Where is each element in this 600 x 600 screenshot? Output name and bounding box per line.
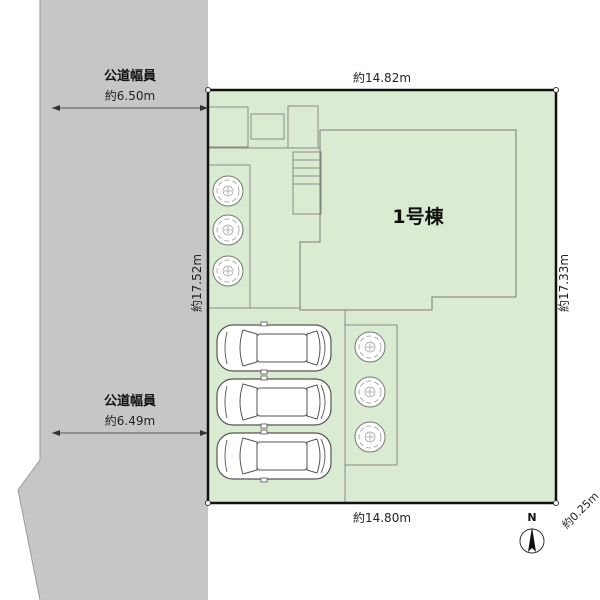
compass-north-label: N (527, 511, 536, 524)
dimension-corner: 約0.25m (559, 489, 600, 532)
road-title-top: 公道幅員 (104, 68, 156, 84)
boundary-corner-markers (205, 87, 559, 506)
road-title-bottom: 公道幅員 (104, 393, 156, 409)
road-edge-line-lower (17, 459, 41, 600)
road-width-label-bottom: 約6.49m (105, 413, 155, 428)
road-width-label-top: 約6.50m (105, 88, 155, 103)
tree-icon (354, 331, 386, 363)
public-road (18, 0, 208, 600)
tree-icon (212, 175, 244, 207)
tree-icon (354, 421, 386, 453)
tree-icon (212, 214, 244, 246)
dimension-right: 約17.33m (556, 254, 571, 312)
car-icon (216, 375, 332, 429)
tree-icon (354, 376, 386, 408)
dimension-left: 約17.52m (189, 254, 204, 312)
dimension-top: 約14.82m (353, 70, 411, 85)
road-width-bottom: 公道幅員 約6.49m (52, 393, 208, 436)
car-icon (216, 429, 332, 483)
tree-icon (212, 255, 244, 287)
building-1 (299, 129, 517, 311)
layout-lines (207, 105, 398, 503)
car-icon (216, 321, 332, 375)
dimension-bottom: 約14.80m (353, 510, 411, 525)
road-width-top: 公道幅員 約6.50m (52, 68, 208, 111)
building-label: 1号棟 (392, 205, 444, 228)
north-arrow-icon: N (519, 511, 545, 554)
